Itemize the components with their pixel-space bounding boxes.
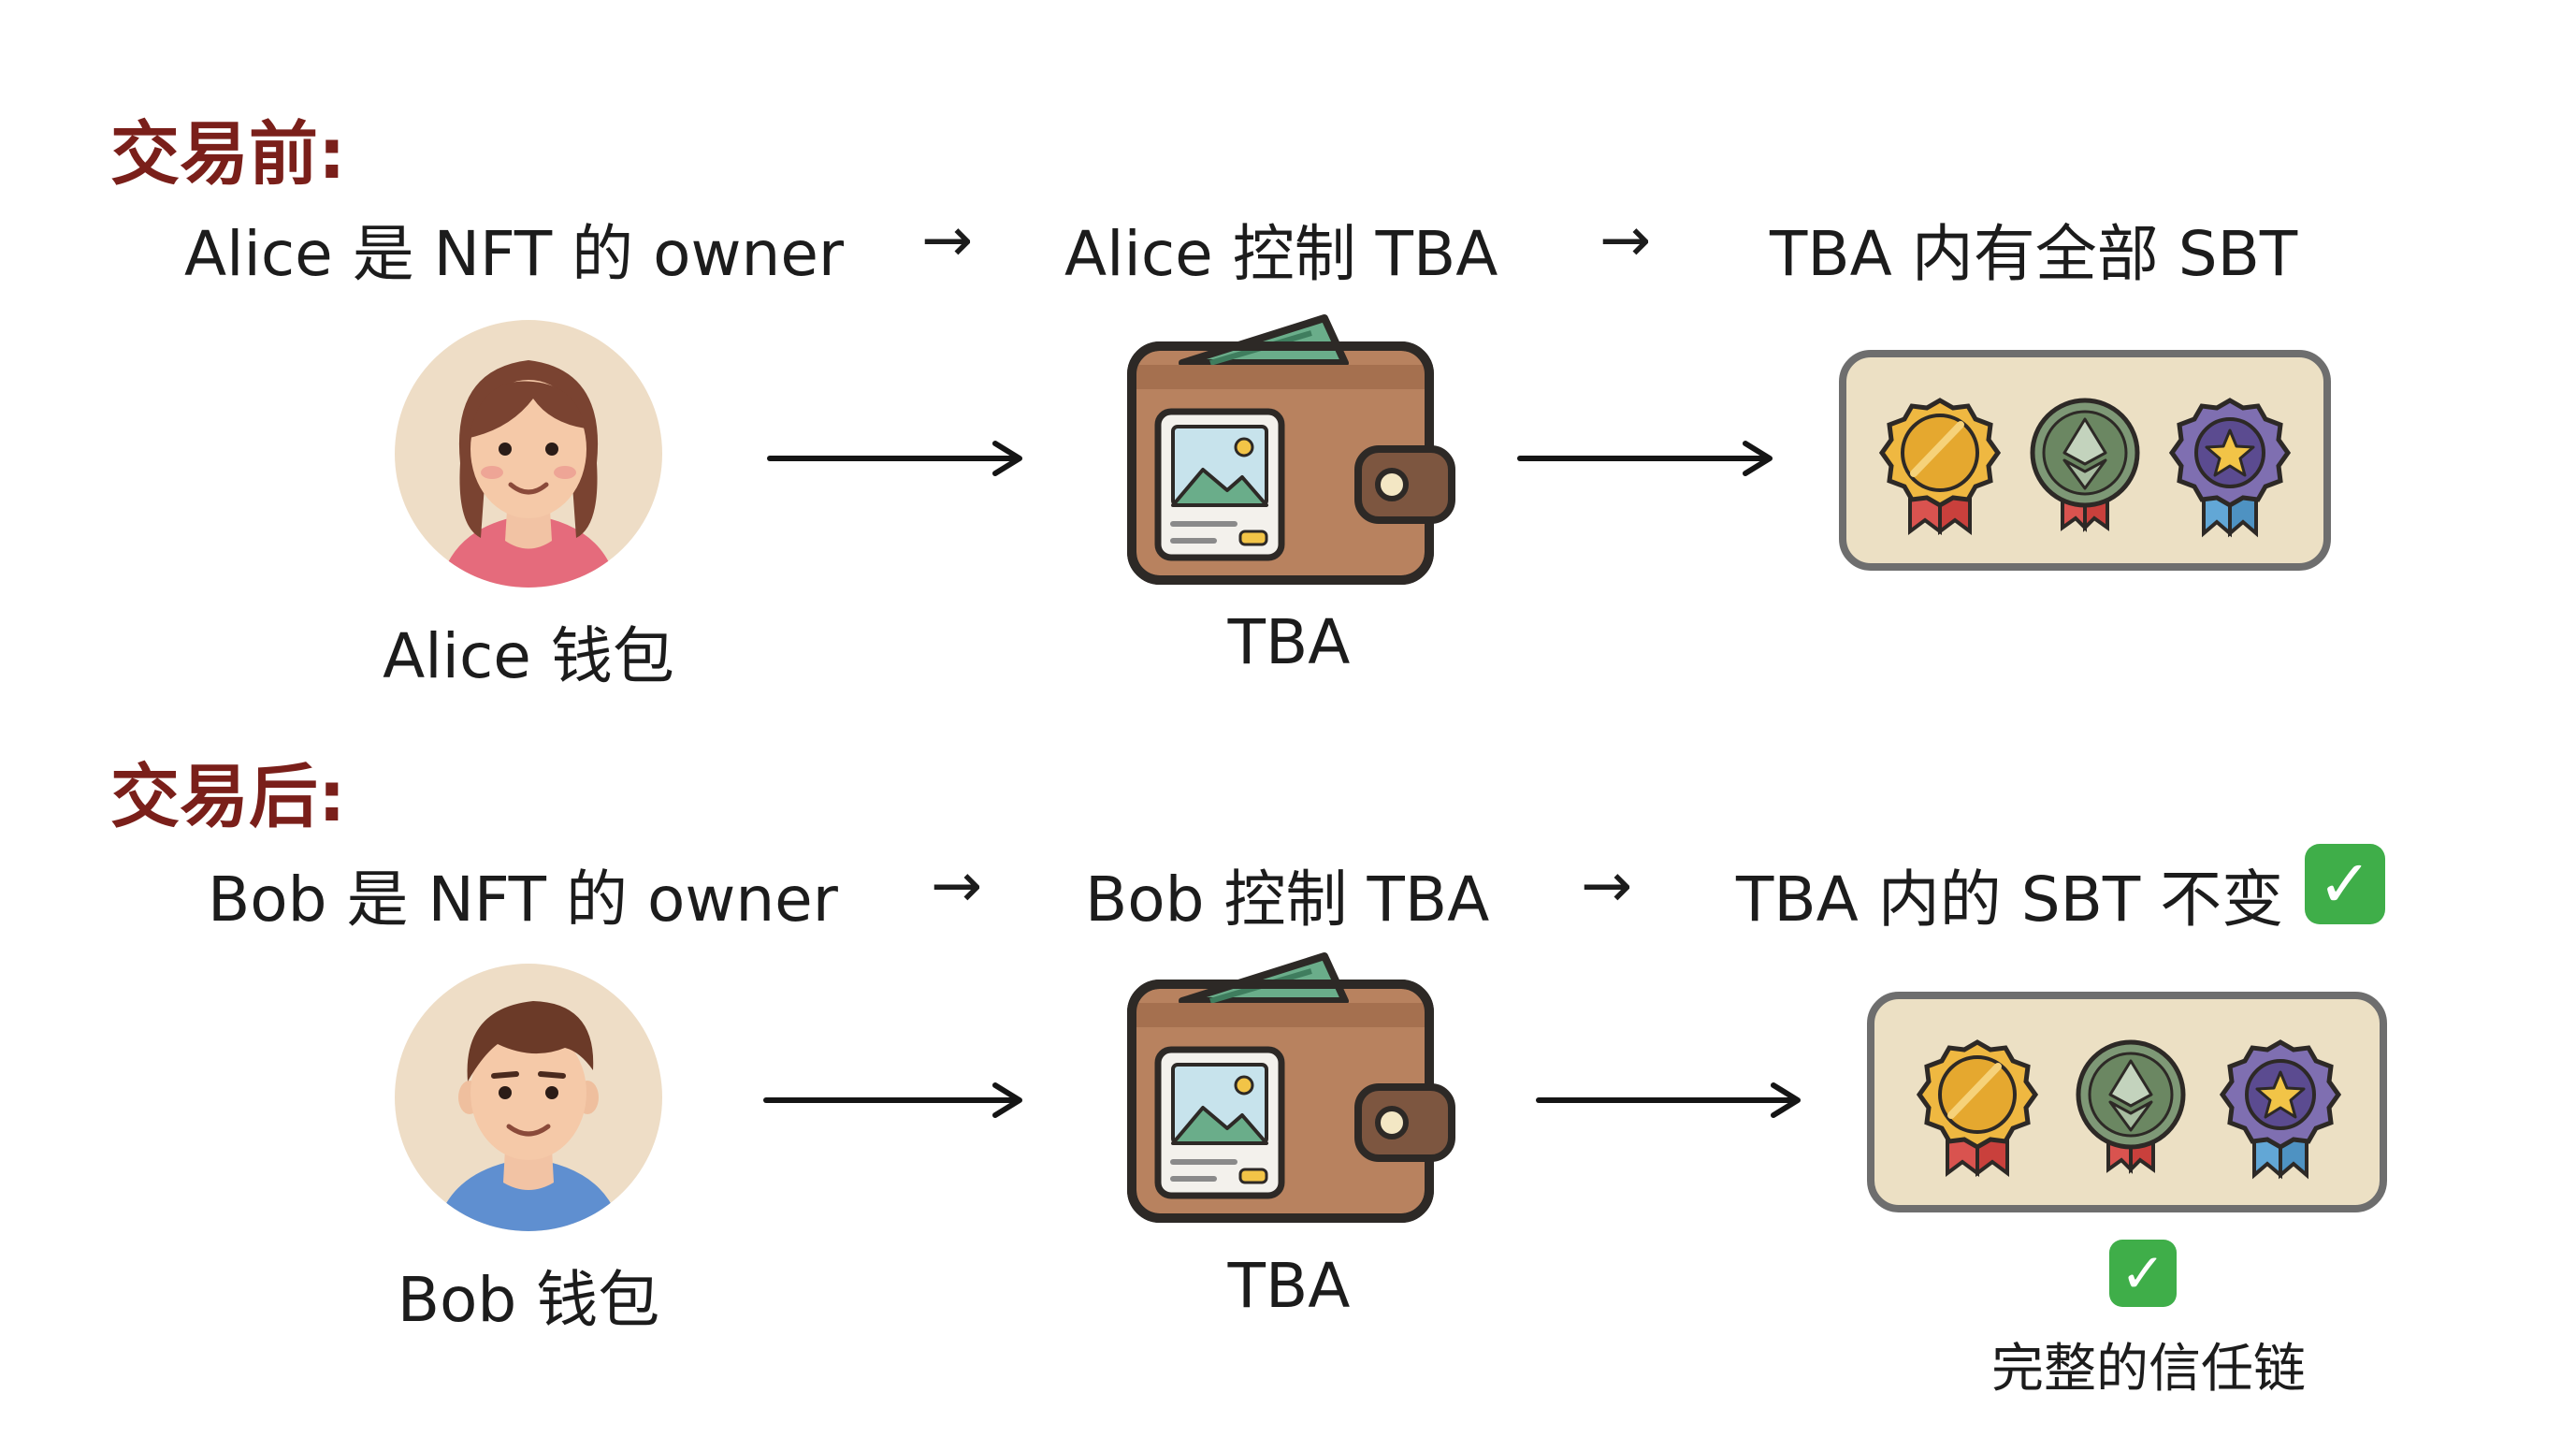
- man-avatar-icon: [395, 964, 662, 1231]
- gold-medal-icon: [1916, 1039, 2039, 1177]
- woman-avatar-icon: [395, 320, 662, 588]
- after-flow-arrow-2: →: [1581, 849, 1633, 922]
- result-label: 完整的信任链: [1991, 1339, 2306, 1400]
- star-medal-icon: [2219, 1039, 2342, 1180]
- check-mark-icon: ✓: [2305, 844, 2385, 924]
- before-section-title: 交易前:: [110, 114, 346, 195]
- before-flow-arrow-2: →: [1599, 204, 1652, 276]
- before-flow-step-2: Alice 控制 TBA: [1064, 218, 1498, 290]
- ethereum-medal-icon: [2076, 1039, 2186, 1174]
- after-flow-arrow-1: →: [931, 849, 983, 922]
- after-flow-step-2: Bob 控制 TBA: [1085, 864, 1490, 936]
- after-wallet-label: TBA: [1227, 1250, 1351, 1322]
- after-flow-step-1: Bob 是 NFT 的 owner: [208, 864, 838, 936]
- before-person-label: Alice 钱包: [383, 620, 674, 692]
- ethereum-medal-icon: [2030, 398, 2140, 532]
- after-section-title: 交易后:: [110, 757, 346, 837]
- result-check-icon: ✓: [2109, 1240, 2177, 1307]
- wallet-icon: [1127, 952, 1455, 1223]
- after-sbt-badge-panel: [1867, 992, 2387, 1212]
- after-arrow-to-wallet: [763, 1082, 1022, 1118]
- before-arrow-to-badges: [1517, 441, 1773, 476]
- before-flow-step-3: TBA 内有全部 SBT: [1770, 218, 2298, 290]
- before-sbt-badge-panel: [1839, 350, 2331, 571]
- gold-medal-icon: [1878, 398, 2002, 535]
- after-arrow-to-badges: [1536, 1082, 1801, 1118]
- after-flow-step-3: TBA 内的 SBT 不变: [1736, 864, 2284, 936]
- wallet-icon: [1127, 314, 1455, 585]
- before-wallet-label: TBA: [1227, 606, 1351, 678]
- before-flow-step-1: Alice 是 NFT 的 owner: [184, 218, 845, 290]
- before-arrow-to-wallet: [767, 441, 1022, 476]
- after-person-label: Bob 钱包: [397, 1264, 660, 1336]
- star-medal-icon: [2168, 398, 2292, 538]
- before-flow-arrow-1: →: [921, 204, 974, 276]
